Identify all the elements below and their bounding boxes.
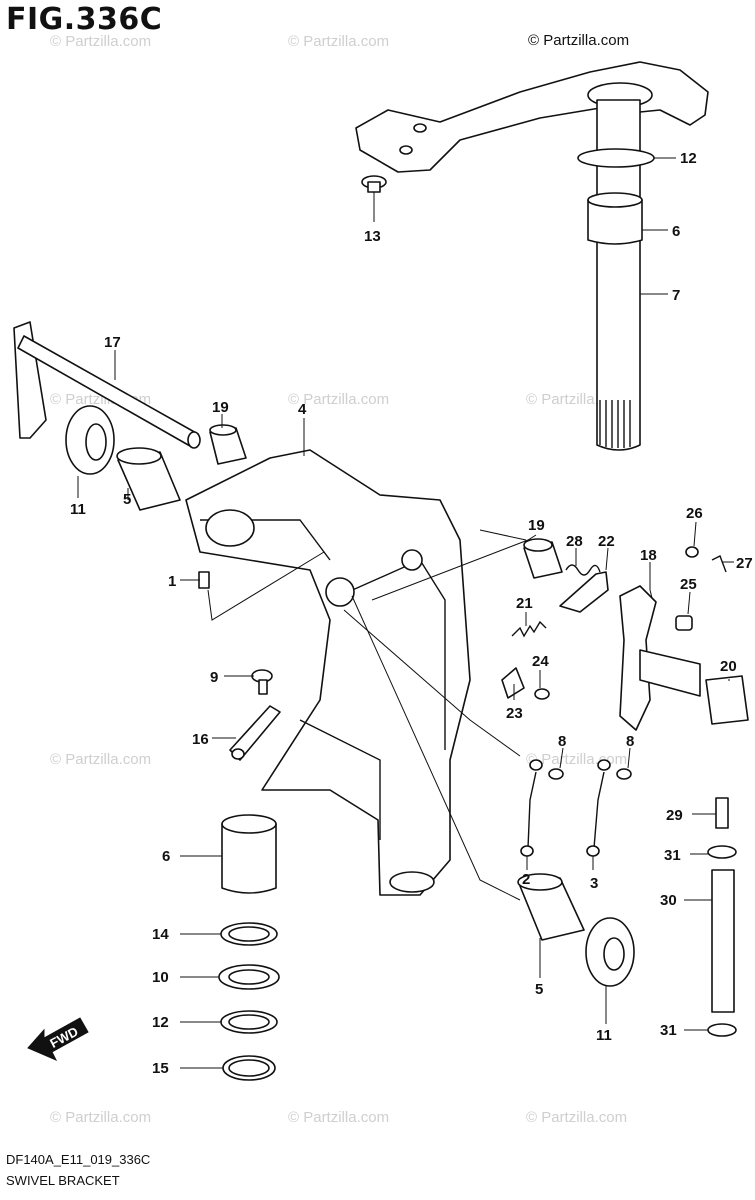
pad-20 xyxy=(705,675,749,725)
callout-2: 2 xyxy=(522,871,530,888)
callout-27: 27 xyxy=(736,555,753,572)
callout-17: 17 xyxy=(104,334,121,351)
callout-28: 28 xyxy=(566,533,583,550)
callout-8: 8 xyxy=(626,733,634,750)
hose-30 xyxy=(711,869,735,1013)
callout-24: 24 xyxy=(532,653,549,670)
nut-25 xyxy=(675,615,693,631)
diagram-name: SWIVEL BRACKET xyxy=(6,1173,120,1188)
bushing-6-bottom xyxy=(221,814,277,894)
bolt-9 xyxy=(251,669,273,695)
spring-28 xyxy=(565,564,601,576)
watermark: © Partzilla.com xyxy=(288,33,389,50)
washer-14 xyxy=(220,922,278,946)
callout-31: 31 xyxy=(660,1022,677,1039)
callout-31: 31 xyxy=(664,847,681,864)
washer-10 xyxy=(218,964,280,990)
bolt-8-b xyxy=(616,768,632,780)
callout-18: 18 xyxy=(640,547,657,564)
callout-5: 5 xyxy=(535,981,543,998)
callout-20: 20 xyxy=(720,658,737,675)
figure-title: FIG.336C xyxy=(6,2,163,37)
callout-6: 6 xyxy=(672,223,680,240)
bushing-5-top xyxy=(116,447,181,511)
bolt-13 xyxy=(361,175,387,193)
washer-12 xyxy=(220,1010,278,1034)
fitting-29 xyxy=(715,797,729,829)
callout-7: 7 xyxy=(672,287,680,304)
watermark: © Partzilla.com xyxy=(50,33,151,50)
washer-11-top xyxy=(65,405,115,475)
callout-11: 11 xyxy=(596,1027,612,1044)
callout-16: 16 xyxy=(192,731,209,748)
spring-21 xyxy=(511,620,547,638)
diagram-code: DF140A_E11_019_336C xyxy=(6,1152,151,1167)
callout-5: 5 xyxy=(123,491,131,508)
washer-26 xyxy=(685,546,699,558)
watermark: © Partzilla.com xyxy=(288,1109,389,1126)
bolt-24 xyxy=(534,688,550,700)
fwd-arrow-icon: FWD xyxy=(27,1017,89,1061)
tilt-pin xyxy=(13,321,201,449)
watermark: © Partzilla.com xyxy=(288,391,389,408)
steering-arm xyxy=(355,61,709,173)
link-16 xyxy=(229,705,281,761)
callout-23: 23 xyxy=(506,705,523,722)
lever-22 xyxy=(559,571,609,613)
callout-19: 19 xyxy=(212,399,229,416)
bolt-1 xyxy=(198,571,210,589)
leader-lines xyxy=(77,157,734,1069)
callout-4: 4 xyxy=(298,401,307,418)
lever-18 xyxy=(619,585,701,731)
swivel-bracket xyxy=(185,449,471,896)
callout-25: 25 xyxy=(680,576,697,593)
callout-19: 19 xyxy=(528,517,545,534)
bolt-8-a xyxy=(548,768,564,780)
snap-ring-15 xyxy=(222,1055,276,1081)
callout-11: 11 xyxy=(70,501,86,518)
bushing-19-right xyxy=(523,538,563,579)
callout-21: 21 xyxy=(516,595,533,612)
bushing-5-bottom xyxy=(517,873,585,941)
plate-23 xyxy=(501,667,525,699)
watermark: © Partzilla.com xyxy=(50,751,151,768)
cotter-pin-27 xyxy=(711,555,727,573)
callout-1: 1 xyxy=(168,573,176,590)
callout-30: 30 xyxy=(660,892,677,909)
callout-10: 10 xyxy=(152,969,169,986)
callout-15: 15 xyxy=(152,1060,169,1077)
bushing-19-left xyxy=(209,424,247,465)
callout-9: 9 xyxy=(210,669,218,686)
callout-labels: 12 6 7 13 17 19 4 11 5 1 26 27 19 28 22 … xyxy=(70,150,753,1077)
lead-wire-2 xyxy=(520,759,543,857)
clamp-31-bottom xyxy=(707,1023,737,1037)
fwd-label: FWD xyxy=(47,1024,80,1051)
callout-6: 6 xyxy=(162,848,170,865)
callout-26: 26 xyxy=(686,505,703,522)
copyright-notice: © Partzilla.com xyxy=(528,32,630,49)
callout-8: 8 xyxy=(558,733,566,750)
lead-wire-3 xyxy=(586,759,611,857)
callout-22: 22 xyxy=(598,533,615,550)
callout-3: 3 xyxy=(590,875,598,892)
callout-13: 13 xyxy=(364,228,381,245)
watermark: © Partzilla.com xyxy=(526,1109,627,1126)
callout-14: 14 xyxy=(152,926,169,943)
watermark: © Partzilla.com xyxy=(50,1109,151,1126)
callout-12: 12 xyxy=(152,1014,169,1031)
washer-11-bottom xyxy=(585,917,635,987)
callout-12: 12 xyxy=(680,150,697,167)
callout-29: 29 xyxy=(666,807,683,824)
steering-shaft xyxy=(577,99,655,451)
clamp-31-top xyxy=(707,845,737,859)
